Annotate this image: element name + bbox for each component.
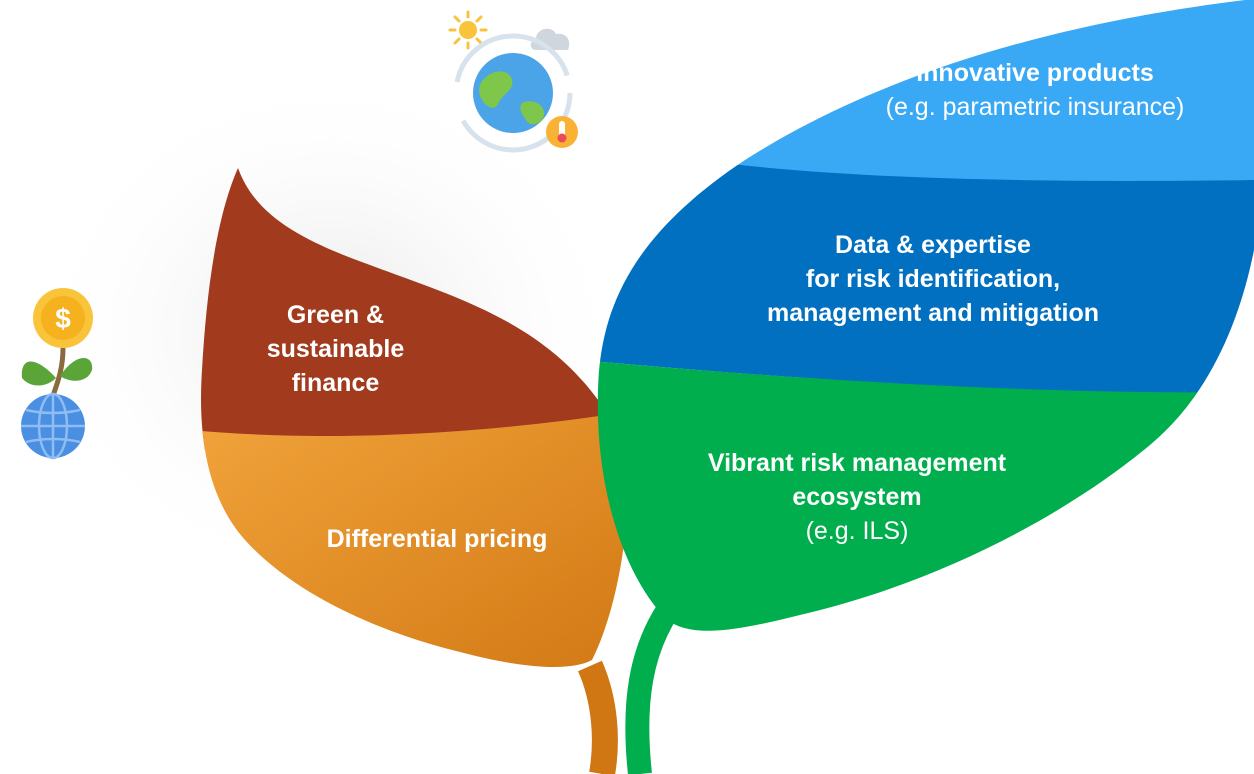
label-data-expertise: Data & expertise for risk identification…	[708, 228, 1158, 330]
svg-text:$: $	[55, 303, 71, 334]
data-title-line-2: for risk identification,	[805, 265, 1061, 293]
data-title-line-1: Data & expertise	[835, 231, 1031, 259]
vibrant-subtitle: (e.g. ILS)	[805, 517, 909, 545]
label-innovative-products: Innovative products (e.g. parametric ins…	[835, 56, 1235, 124]
orbit-ring	[453, 33, 573, 153]
stem-green	[625, 603, 679, 774]
money-plant-icon: $	[21, 288, 93, 460]
green-title-line-1: Green &	[286, 301, 385, 329]
sun-icon	[448, 10, 488, 50]
leaf-left-icon	[21, 361, 56, 386]
label-differential-pricing: Differential pricing	[282, 522, 592, 556]
stem-orange	[577, 660, 618, 774]
green-title-line-3: finance	[291, 369, 380, 397]
globe-climate-icon	[448, 10, 578, 153]
vibrant-title-line-1: Vibrant risk management	[707, 449, 1007, 477]
data-title-line-3: management and mitigation	[767, 299, 1099, 327]
label-vibrant-ecosystem: Vibrant risk management ecosystem (e.g. …	[642, 446, 1072, 548]
innovative-subtitle: (e.g. parametric insurance)	[885, 93, 1185, 121]
leaf-band-data	[597, 140, 1254, 400]
green-title-line-2: sustainable	[266, 335, 405, 363]
pricing-title: Differential pricing	[326, 525, 548, 553]
vibrant-title-line-2: ecosystem	[792, 483, 922, 511]
label-green-finance: Green & sustainable finance	[238, 298, 433, 400]
leaf-right-icon	[60, 357, 93, 381]
innovative-title: Innovative products	[916, 59, 1154, 87]
